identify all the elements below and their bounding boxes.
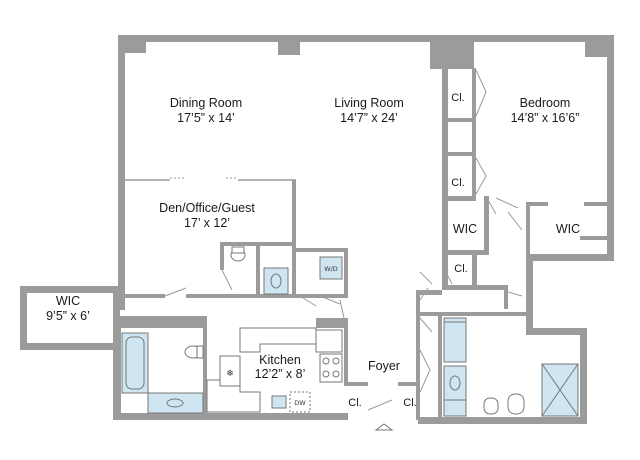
den-dims: 17’ x 12’ (184, 216, 230, 230)
bath-sink (443, 365, 467, 401)
vanity (147, 392, 204, 414)
living-room-dims: 14’7” x 24’ (340, 111, 398, 125)
bath-cabinet (443, 321, 467, 363)
stove (319, 353, 343, 383)
kitchen-name: Kitchen (259, 353, 301, 367)
wic-left-dims: 9’5” x 6’ (46, 309, 90, 323)
bedroom-name: Bedroom (520, 96, 571, 110)
den-name: Den/Office/Guest (159, 201, 255, 215)
kitchen-dims: 12’2” x 8’ (255, 367, 306, 381)
snowflake-icon: ❄ (226, 369, 234, 379)
doors (114, 69, 523, 411)
closet-label: Cl. (454, 263, 467, 275)
entry-triangle-icon (374, 423, 394, 431)
washer-dryer-label: W/D (324, 265, 338, 273)
dining-room-name: Dining Room (170, 96, 242, 110)
foyer-name: Foyer (368, 359, 400, 373)
closet-label: Cl. (348, 397, 361, 409)
wic-mid-name: WIC (453, 222, 477, 236)
washer-dryer (319, 256, 343, 280)
closet-label: Cl. (403, 397, 416, 409)
closet-label: Cl. (451, 92, 464, 104)
exterior-walls (20, 35, 614, 424)
closet-label: Cl. (451, 177, 464, 189)
dishwasher (289, 391, 311, 413)
kitchen-sink (271, 395, 287, 409)
dining-room-dims: 17’5” x 14’ (177, 111, 235, 125)
dishwasher-label: DW (294, 399, 306, 407)
bidet (483, 397, 499, 415)
bedroom-dims: 14’8” x 16’6” (511, 111, 580, 125)
room-labels: Dining Room 17’5” x 14’ Living Room 14’7… (46, 92, 580, 409)
wic-left-name: WIC (56, 294, 80, 308)
kitchen-counter (239, 327, 317, 353)
fixtures (121, 246, 579, 417)
interior-walls (115, 68, 607, 420)
toilet (507, 393, 525, 415)
living-room-name: Living Room (334, 96, 403, 110)
sink (263, 267, 289, 295)
wic-right-name: WIC (556, 222, 580, 236)
